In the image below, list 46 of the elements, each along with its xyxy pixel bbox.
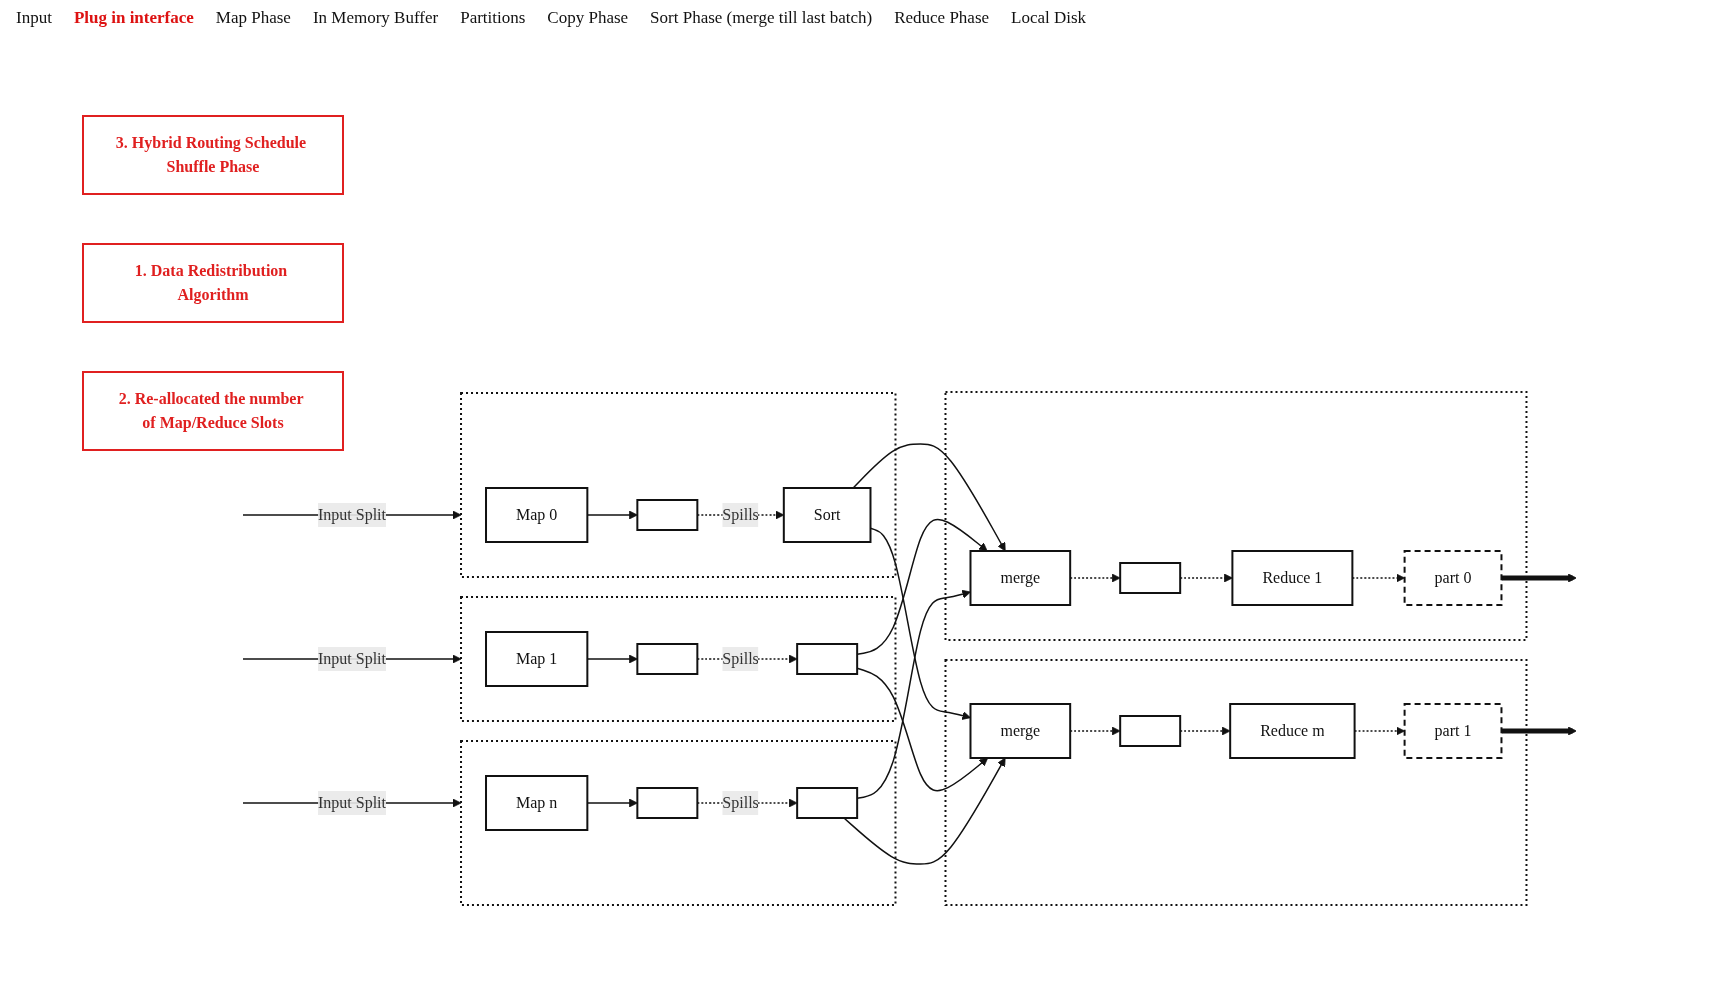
- node-box: [636, 787, 699, 819]
- cluster: [459, 392, 897, 578]
- diagram-label: Reduce Phase: [894, 8, 990, 28]
- node-box: Reduce m: [1228, 703, 1356, 759]
- node-box: part 0: [1403, 550, 1503, 606]
- arrow: [1501, 726, 1577, 736]
- arrow: [852, 443, 1006, 552]
- diagram-label: Input: [16, 8, 52, 28]
- node-box: [636, 499, 699, 531]
- edge-label: Spills: [722, 506, 759, 523]
- edge-label: Input Split: [317, 650, 386, 667]
- arrow: [856, 667, 988, 792]
- arrow: [856, 589, 971, 799]
- edge-label: Spills: [722, 650, 759, 667]
- edge-label: Input Split: [317, 794, 386, 811]
- node-box: 2. Re-allocated the number of Map/Reduce Slots: [81, 371, 344, 451]
- diagram-label: Plug in interface: [73, 8, 194, 28]
- node-box: Reduce 1: [1231, 550, 1354, 606]
- node-box: merge: [969, 550, 1071, 606]
- arrow: [1179, 573, 1233, 583]
- node-box: 1. Data Redistribution Algorithm: [81, 243, 344, 323]
- node-box: 3. Hybrid Routing Schedule Shuffle Phase: [81, 115, 344, 195]
- diagram-label: Copy Phase: [547, 8, 629, 28]
- diagram-label: Sort Phase (merge till last batch): [650, 8, 873, 28]
- node-box: [1118, 715, 1181, 747]
- arrow: [856, 518, 988, 655]
- node-box: [636, 643, 699, 675]
- node-box: Map 0: [484, 487, 589, 543]
- diagram-label: Local Disk: [1011, 8, 1087, 28]
- arrow: [1501, 573, 1577, 583]
- cluster: [459, 596, 897, 722]
- node-box: [1118, 562, 1181, 594]
- node-box: [795, 643, 858, 675]
- node-box: [795, 787, 858, 819]
- diagram-label: Partitions: [460, 8, 526, 28]
- diagram-label: Map Phase: [215, 8, 291, 28]
- edge-label: Input Split: [317, 506, 386, 523]
- edge-label: Spills: [722, 794, 759, 811]
- diagram-label: In Memory Buffer: [312, 8, 439, 28]
- node-box: merge: [969, 703, 1071, 759]
- node-box: part 1: [1403, 703, 1503, 759]
- arrow: [842, 757, 1006, 865]
- cluster: [459, 740, 897, 906]
- node-box: Map n: [484, 775, 589, 831]
- node-box: Map 1: [484, 631, 589, 687]
- node-box: Sort: [782, 487, 872, 543]
